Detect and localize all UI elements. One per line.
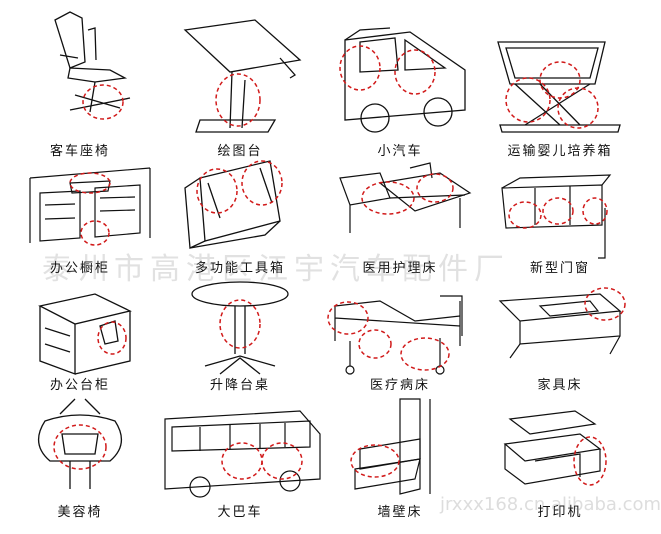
item-lift-table: 升降台桌 xyxy=(160,266,320,399)
item-label: 运输婴儿培养箱 xyxy=(507,144,613,159)
item-label: 墙壁床 xyxy=(377,505,423,520)
item-hospital-bed: 医疗病床 xyxy=(320,266,480,399)
gas-spring-applications-grid: 客车座椅 绘图台 小汽车 xyxy=(0,0,640,532)
beauty-chair-icon xyxy=(38,398,122,489)
item-beauty-chair: 美容椅 xyxy=(0,398,160,532)
coach-seat-icon xyxy=(54,11,131,120)
item-label: 医疗病床 xyxy=(369,378,430,393)
printer-icon xyxy=(503,410,607,486)
item-label: 绘图台 xyxy=(217,144,263,159)
infant-incubator-icon xyxy=(497,41,621,133)
item-label: 大巴车 xyxy=(217,505,263,520)
item-incubator: 运输婴儿培养箱 xyxy=(480,0,640,159)
item-label: 医用护理床 xyxy=(362,261,438,276)
item-car: 小汽车 xyxy=(320,0,480,159)
item-label: 多功能工具箱 xyxy=(194,261,285,276)
item-label: 办公橱柜 xyxy=(49,261,110,276)
drafting-table-icon xyxy=(183,19,302,133)
hospital-bed-icon xyxy=(327,295,463,375)
wall-bed-icon xyxy=(350,398,431,495)
item-office-cabinet: 办公橱柜 xyxy=(0,133,160,276)
item-label: 家具床 xyxy=(537,378,583,393)
item-label: 美容椅 xyxy=(57,505,103,520)
office-desk-icon xyxy=(38,293,132,375)
item-coach-seat: 客车座椅 xyxy=(0,0,160,159)
item-office-desk: 办公台柜 xyxy=(0,266,160,399)
item-door-window: 新型门窗 xyxy=(480,133,640,276)
item-wall-bed: 墙壁床 xyxy=(320,398,480,532)
item-label: 客车座椅 xyxy=(49,144,110,159)
lift-table-icon xyxy=(191,281,289,375)
bus-icon xyxy=(164,410,321,498)
item-drafting-table: 绘图台 xyxy=(160,0,320,159)
car-hatchback-icon xyxy=(339,27,466,133)
door-window-icon xyxy=(501,174,612,259)
item-label: 新型门窗 xyxy=(529,261,590,276)
item-label: 升降台桌 xyxy=(209,378,270,393)
item-printer: 打印机 xyxy=(480,399,640,532)
item-furniture-bed: 家具床 xyxy=(480,266,640,399)
item-bus: 大巴车 xyxy=(160,399,321,532)
item-nursing-bed: 医用护理床 xyxy=(320,133,480,276)
toolbox-icon xyxy=(184,160,283,249)
furniture-bed-icon xyxy=(498,287,626,359)
office-cabinet-icon xyxy=(29,167,151,246)
item-label: 小汽车 xyxy=(377,144,423,159)
nursing-bed-icon xyxy=(339,162,472,233)
item-toolbox: 多功能工具箱 xyxy=(160,133,320,276)
item-label: 打印机 xyxy=(537,505,583,520)
item-label: 办公台柜 xyxy=(49,378,110,393)
